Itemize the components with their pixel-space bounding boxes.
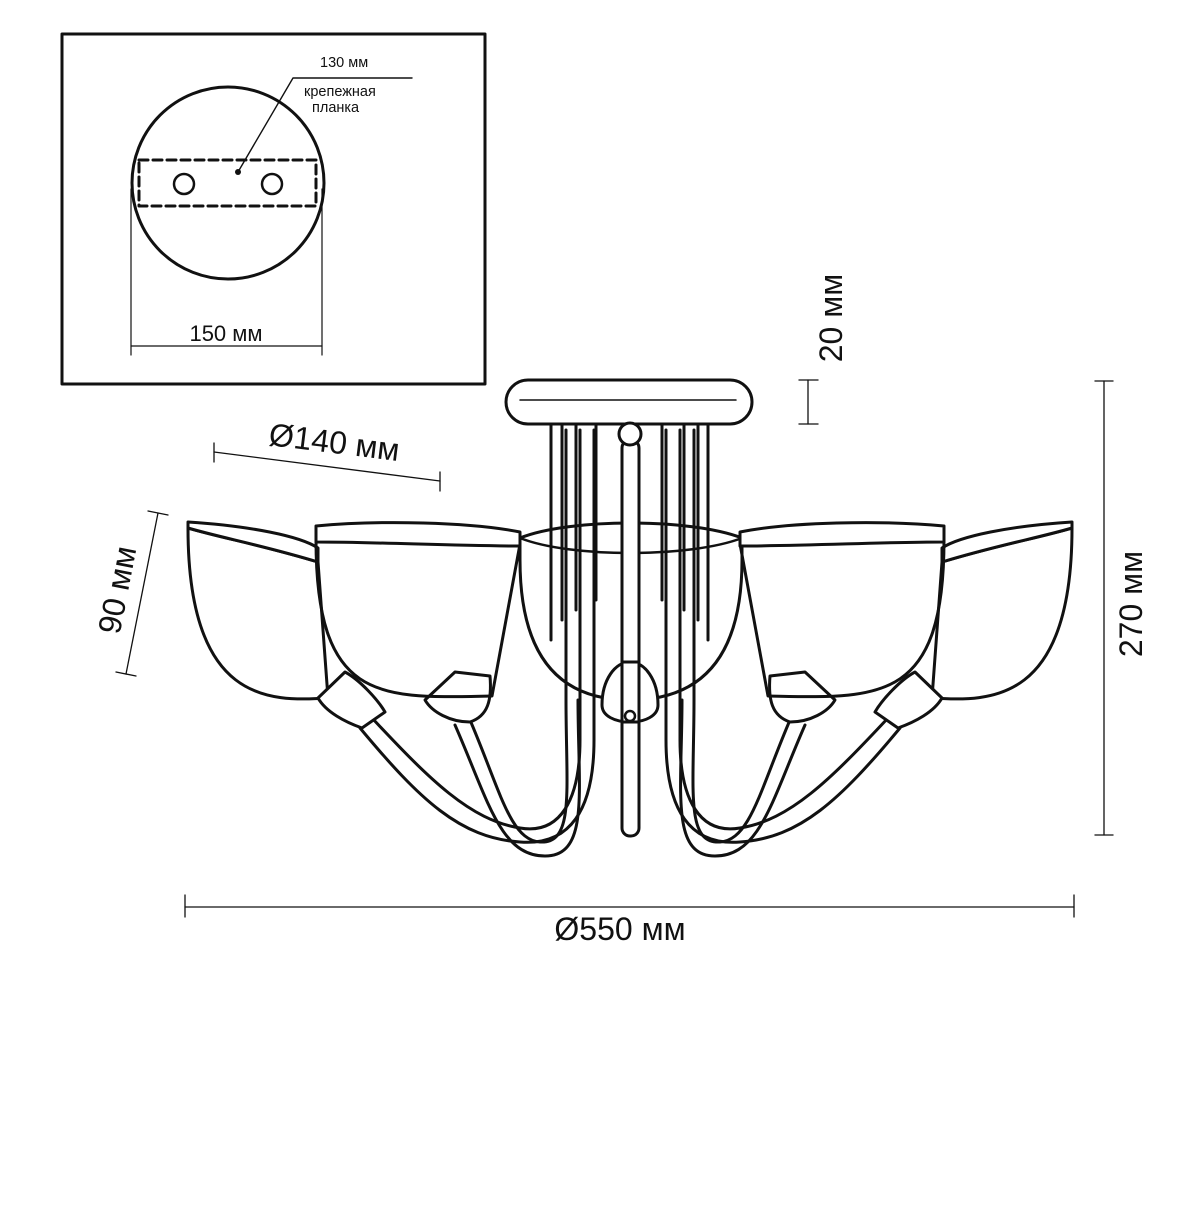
shade-diameter-label: Ø140 мм — [267, 416, 402, 468]
mounting-inset: 130 мм крепежная планка 150 мм — [60, 32, 487, 386]
arms — [358, 428, 902, 858]
shade-height-line — [125, 512, 159, 675]
shade-diameter-line — [213, 451, 441, 482]
bulb-holders — [316, 670, 944, 730]
total-height-label: 270 мм — [1113, 551, 1149, 657]
base-diameter-label: 150 мм — [189, 321, 262, 346]
plate-name-line1: крепежная — [304, 84, 376, 100]
plate-width-label: 130 мм — [320, 55, 368, 71]
center-rod — [620, 438, 641, 838]
chandelier — [186, 378, 1074, 858]
total-diameter-label: Ø550 мм — [554, 911, 685, 947]
inset-frame — [60, 32, 487, 386]
ceiling-canopy — [504, 378, 754, 426]
center-cup — [600, 660, 660, 724]
shade-front-right — [738, 521, 946, 699]
shade-front-left — [314, 521, 522, 699]
shade-far-left — [186, 520, 330, 701]
ceiling-base-circle — [130, 85, 326, 281]
center-rod-finial — [617, 421, 643, 447]
shade-far-right — [930, 520, 1074, 701]
base-height-label: 20 мм — [813, 274, 849, 362]
support-rods — [549, 421, 710, 838]
dimension-annotations: 20 мм Ø140 мм 90 мм 270 мм Ø550 мм — [91, 274, 1149, 947]
shade-height-tick-bottom — [115, 671, 137, 677]
screw-hole-left — [172, 172, 196, 196]
shade-height-tick-top — [147, 510, 169, 516]
plate-name-line2: планка — [312, 100, 360, 116]
plate-leader-line — [237, 77, 413, 173]
shade-height-label: 90 мм — [91, 543, 143, 637]
mounting-plate — [137, 158, 318, 208]
screw-hole-right — [260, 172, 284, 196]
